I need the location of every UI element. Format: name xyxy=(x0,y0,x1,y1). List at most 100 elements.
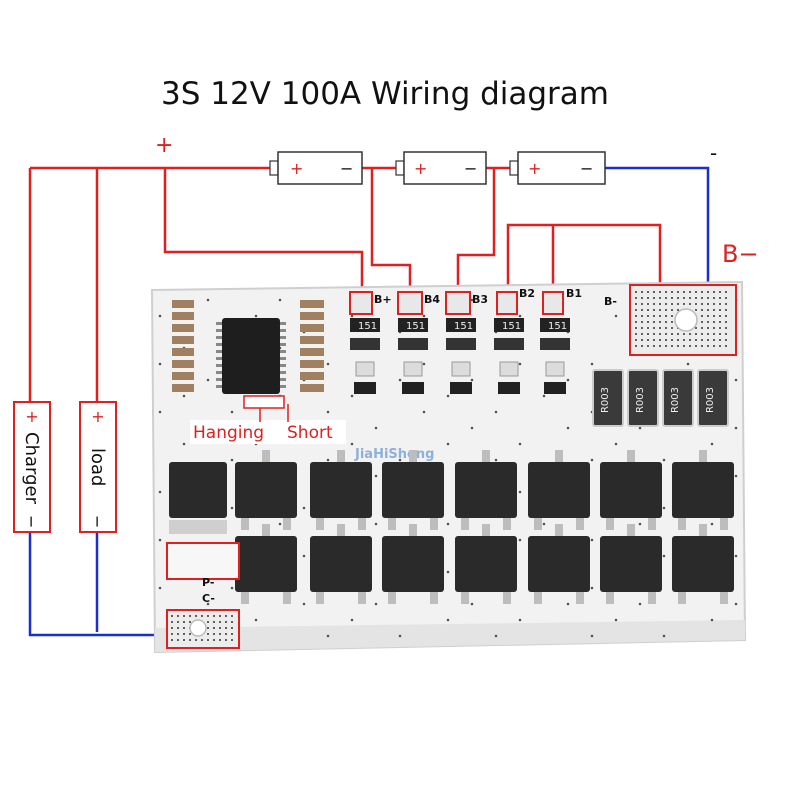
via-dot xyxy=(653,345,655,347)
via-dot xyxy=(518,362,522,366)
via-dot xyxy=(177,615,179,617)
via-dot xyxy=(171,639,173,641)
via-dot xyxy=(662,506,666,510)
via-dot xyxy=(695,309,697,311)
ic-legs xyxy=(216,322,286,388)
mosfet-leg xyxy=(283,518,291,530)
via-dot xyxy=(641,291,643,293)
via-dot xyxy=(350,314,354,318)
via-dot xyxy=(641,345,643,347)
via-dot xyxy=(635,333,637,335)
shunt-resistor xyxy=(662,369,694,427)
via-dot xyxy=(701,333,703,335)
smd-part xyxy=(172,336,194,344)
mosfet-leg xyxy=(678,592,686,604)
balance-resistor xyxy=(350,338,380,350)
via-dot xyxy=(635,339,637,341)
mosfet-leg xyxy=(720,518,728,530)
via-dot xyxy=(707,339,709,341)
via-dot xyxy=(189,621,191,623)
via-dot xyxy=(183,615,185,617)
mosfet xyxy=(600,462,662,518)
load-box: + load − xyxy=(79,401,117,533)
via-dot xyxy=(225,615,227,617)
mosfet-leg xyxy=(648,518,656,530)
smd-part xyxy=(300,336,324,344)
pin-label-b1: B1 xyxy=(566,287,582,300)
via-dot xyxy=(326,634,330,638)
via-dot xyxy=(701,339,703,341)
via-dot xyxy=(653,333,655,335)
via-dot xyxy=(326,362,330,366)
via-dot xyxy=(566,378,570,382)
via-dot xyxy=(671,297,673,299)
via-dot xyxy=(213,633,215,635)
mosfet-leg xyxy=(283,592,291,604)
via-dot xyxy=(635,291,637,293)
ic-leg xyxy=(280,322,286,325)
load-minus: − xyxy=(88,515,107,528)
via-dot xyxy=(635,345,637,347)
smd-part xyxy=(300,324,324,332)
mosfet xyxy=(528,536,590,592)
balance-transistor xyxy=(450,382,472,394)
mosfet-leg xyxy=(503,518,511,530)
via-dot xyxy=(158,586,162,590)
mosfet-tab xyxy=(699,450,707,462)
load-label: load xyxy=(87,448,108,486)
via-dot xyxy=(707,303,709,305)
via-dot xyxy=(189,615,191,617)
via-dot xyxy=(374,602,378,606)
ic-leg xyxy=(216,364,222,367)
balance-resistor-code: 151 xyxy=(502,321,521,332)
via-dot xyxy=(707,297,709,299)
via-dot xyxy=(689,333,691,335)
via-dot xyxy=(710,442,714,446)
via-dot xyxy=(653,297,655,299)
smd-part xyxy=(300,384,324,392)
via-dot xyxy=(446,570,450,574)
via-dot xyxy=(207,639,209,641)
ic-leg xyxy=(280,336,286,339)
via-dot xyxy=(278,298,282,302)
mosfet xyxy=(455,462,517,518)
via-dot xyxy=(701,309,703,311)
via-dot xyxy=(254,618,258,622)
balance-resistor xyxy=(540,338,570,350)
via-dot xyxy=(158,362,162,366)
via-dot xyxy=(713,291,715,293)
mosfet-tab xyxy=(482,524,490,536)
via-dot xyxy=(326,410,330,414)
via-dot xyxy=(659,333,661,335)
via-dot xyxy=(734,602,738,606)
mosfet-tab xyxy=(262,524,270,536)
b-minus-label: B− xyxy=(722,240,759,268)
via-dot xyxy=(683,291,685,293)
via-dot xyxy=(641,327,643,329)
via-dot xyxy=(710,522,714,526)
via-dot xyxy=(707,345,709,347)
via-dot xyxy=(659,297,661,299)
via-dot xyxy=(725,321,727,323)
via-dot xyxy=(254,314,258,318)
via-dot xyxy=(213,639,215,641)
via-dot xyxy=(725,339,727,341)
via-dot xyxy=(671,321,673,323)
mosfet-leg xyxy=(430,592,438,604)
via-dot xyxy=(725,345,727,347)
via-dot xyxy=(635,327,637,329)
mosfet-tab xyxy=(627,524,635,536)
via-dot xyxy=(422,362,426,366)
via-dot xyxy=(231,615,233,617)
diagram-title: 3S 12V 100A Wiring diagram xyxy=(161,76,609,112)
via-dot xyxy=(647,339,649,341)
via-dot xyxy=(719,315,721,317)
via-dot xyxy=(219,621,221,623)
pin-label-b3: B3 xyxy=(472,293,488,306)
via-dot xyxy=(713,303,715,305)
mosfet-leg xyxy=(358,592,366,604)
mosfet-tab xyxy=(482,450,490,462)
via-dot xyxy=(659,303,661,305)
via-dot xyxy=(231,621,233,623)
via-dot xyxy=(677,291,679,293)
